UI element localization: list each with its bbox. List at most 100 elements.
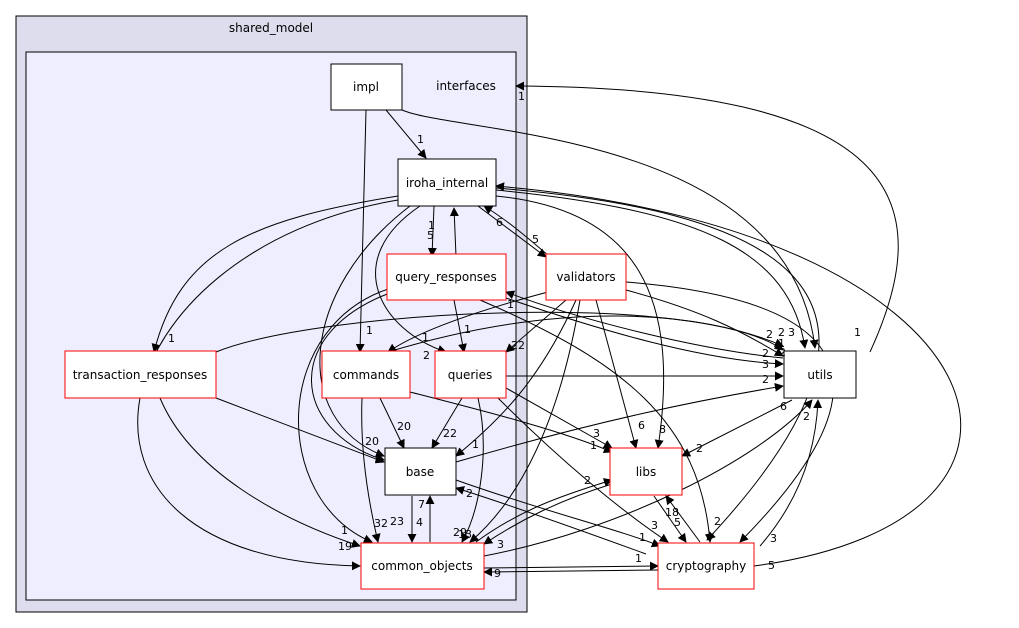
edge-libs-crypto	[653, 495, 687, 543]
edge-qr-base	[311, 289, 399, 462]
edge-crypto-commonobj	[483, 567, 659, 577]
edge-base-utils	[455, 382, 784, 463]
edge-validators-utils	[625, 289, 784, 357]
edge-commands-libs	[409, 391, 613, 453]
node-utils[interactable]: utils	[783, 350, 857, 399]
edge-libs-commonobj	[483, 483, 613, 545]
edge-label: 1	[417, 133, 424, 146]
edge-label: 1	[464, 323, 471, 336]
edge-label: 1	[518, 90, 525, 103]
edge-validators-queries	[505, 299, 567, 353]
edge-iroha-base	[319, 205, 411, 458]
node-validators[interactable]: validators	[545, 253, 627, 301]
edge-label: 20	[365, 435, 379, 448]
edge-queries-crypto	[497, 397, 669, 543]
edge-txresp-base	[215, 397, 385, 464]
edge-crypto-libs	[665, 495, 701, 543]
edge-label: 3	[497, 538, 504, 551]
node-query-responses[interactable]: query_responses	[386, 253, 507, 301]
node-impl-label: impl	[353, 80, 379, 94]
node-validators-label: validators	[556, 270, 615, 284]
node-libs[interactable]: libs	[609, 447, 683, 496]
edge-label: 2	[779, 346, 786, 359]
edge-label: 1	[778, 337, 785, 350]
edge-txresp-commonobj	[159, 397, 361, 548]
edge-label: 29	[453, 526, 467, 539]
edge-label: 3	[788, 326, 795, 339]
edge-queries-commonobj	[461, 397, 484, 543]
edge-impl-commands	[355, 109, 367, 353]
cluster-interfaces-label: interfaces	[436, 79, 496, 93]
edge-iroha-utils	[495, 189, 809, 349]
edge-label: 3	[651, 519, 658, 532]
edge-label: 2	[803, 410, 810, 423]
node-iroha-internal-label: iroha_internal	[406, 176, 488, 190]
edge-label: 1	[168, 332, 175, 345]
edge-label: 3	[593, 427, 600, 440]
edge-label: 1	[507, 298, 514, 311]
edge-iroha-txresp	[151, 195, 399, 353]
cluster-shared-model-label: shared_model	[229, 21, 313, 35]
edge-label: 1	[472, 438, 479, 451]
edge-label: 2	[762, 373, 769, 386]
edge-labels: 1 1 1 1 5 6 5 1 1 1 1 1 2 22 2 2 3 1 2 3…	[168, 90, 861, 580]
edge-validators-libs	[595, 299, 639, 449]
edge-label: 1	[590, 439, 597, 452]
node-common-objects[interactable]: common_objects	[360, 542, 485, 590]
edge-label: 2	[423, 349, 430, 362]
edge-qr-utils	[505, 297, 784, 369]
edge-label: 7	[418, 498, 425, 511]
node-cryptography[interactable]: cryptography	[657, 542, 755, 590]
node-base[interactable]: base	[384, 447, 457, 496]
edge-label: 20	[397, 420, 411, 433]
node-commands[interactable]: commands	[321, 350, 411, 399]
edge-label: 6	[496, 216, 503, 229]
edge-label: 1	[341, 524, 348, 537]
edge-label: 2	[762, 347, 769, 360]
cluster-interfaces[interactable]: interfaces	[25, 51, 517, 601]
edge-label: 1	[854, 326, 861, 339]
edge-crypto-utils	[759, 399, 823, 547]
edge-label: 2	[584, 474, 591, 487]
edge-label: 1	[639, 531, 646, 544]
edge-impl-utils	[401, 109, 819, 349]
edge-label: 23	[390, 515, 404, 528]
node-cryptography-label: cryptography	[666, 559, 747, 573]
edge-qr-iroha	[449, 207, 459, 257]
edge-label: 32	[374, 517, 388, 530]
node-transaction-responses[interactable]: transaction_responses	[64, 350, 217, 399]
edge-label: 13	[458, 528, 472, 541]
edge-label: 2	[714, 515, 721, 528]
edge-validators-commands	[387, 291, 549, 353]
edge-label: 3	[770, 532, 777, 545]
edge-crypto-base	[455, 486, 647, 555]
node-query-responses-label: query_responses	[395, 270, 496, 284]
edge-label: 2	[766, 328, 773, 341]
node-queries[interactable]: queries	[434, 350, 507, 399]
edge-label: 22	[511, 339, 525, 352]
node-libs-label: libs	[636, 465, 657, 479]
edge-label: 1	[422, 331, 429, 344]
node-impl[interactable]: impl	[330, 63, 403, 111]
node-transaction-responses-label: transaction_responses	[73, 368, 208, 382]
node-iroha-internal[interactable]: iroha_internal	[397, 158, 497, 207]
edge-label: 1	[428, 219, 435, 232]
edge-label: 1	[366, 324, 373, 337]
edge-utils-qr	[505, 290, 784, 359]
edge-label: 1	[635, 552, 642, 565]
edge-label: 5	[532, 233, 539, 246]
node-commands-label: commands	[333, 368, 399, 382]
edge-iroha-qr	[427, 205, 437, 257]
edge-iroha-queries	[375, 205, 447, 354]
edge-utils-libs	[681, 399, 793, 457]
edge-impl-iroha	[385, 109, 427, 159]
node-common-objects-label: common_objects	[371, 559, 473, 573]
edge-iroha-validators	[477, 205, 547, 258]
edge-label: 2	[696, 442, 703, 455]
edge-qr-crypto	[479, 299, 714, 543]
edge-label: 19	[338, 540, 352, 553]
edges	[137, 81, 962, 577]
edge-iroha-libs	[495, 195, 665, 449]
edge-base-crypto	[455, 479, 661, 548]
